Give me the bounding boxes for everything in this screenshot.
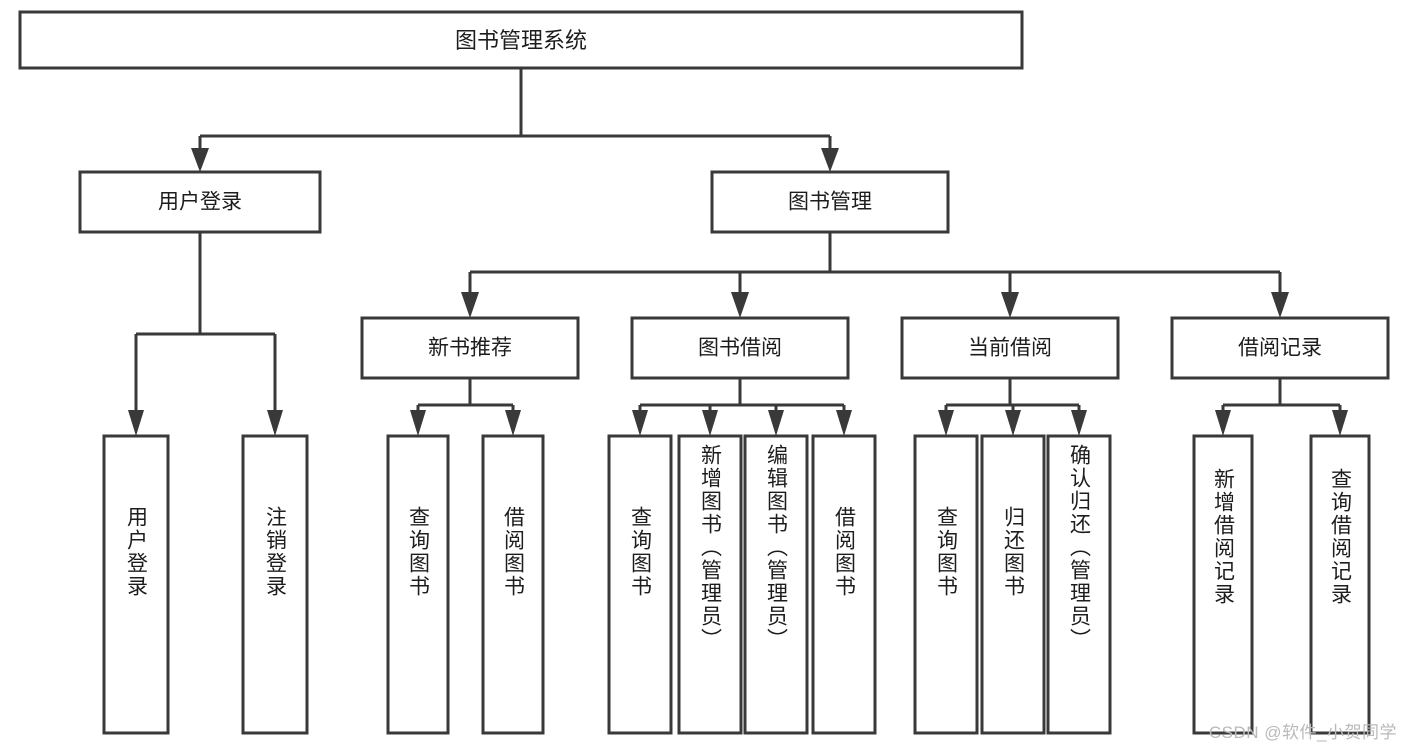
- arrow-ul-leaf1: [128, 410, 144, 436]
- node-root-label: 图书管理系统: [455, 28, 587, 53]
- node-borrow-record-label: 借阅记录: [1238, 337, 1322, 360]
- leaf-box-current-borrow-0[interactable]: [913, 434, 979, 735]
- arrow-bb-leaf2: [702, 410, 718, 436]
- arrow-br-leaf2: [1332, 410, 1348, 436]
- connector-group-book-manage: [461, 232, 1289, 318]
- node-new-book-rec[interactable]: 新书推荐: [360, 316, 580, 380]
- node-book-borrow[interactable]: 图书借阅: [630, 316, 850, 380]
- arrow-bm-to-record: [1271, 292, 1289, 318]
- node-current-borrow-label: 当前借阅: [968, 337, 1052, 360]
- node-new-book-rec-box[interactable]: [360, 316, 580, 380]
- connector-group-current-leaves: [938, 378, 1087, 436]
- leaf-box-book-borrow-2[interactable]: [743, 434, 809, 735]
- node-current-borrow[interactable]: 当前借阅: [900, 316, 1120, 380]
- leaf-box-borrow-record-1[interactable]: [1309, 434, 1371, 735]
- leaf-box-user-login-1[interactable]: [241, 434, 309, 735]
- leaf-box-new-book-rec-0[interactable]: [386, 434, 450, 735]
- connector-group-borrow-leaves: [632, 378, 852, 436]
- arrow-nb-leaf1: [410, 410, 426, 436]
- arrow-root-to-user-login: [191, 148, 209, 172]
- node-book-manage-box[interactable]: [710, 170, 950, 234]
- node-book-manage-label: 图书管理: [788, 191, 872, 214]
- arrow-bm-to-newbook: [461, 292, 479, 318]
- arrow-bb-leaf4: [836, 410, 852, 436]
- node-new-book-rec-label: 新书推荐: [428, 337, 512, 360]
- arrow-br-leaf1: [1215, 410, 1231, 436]
- arrow-cb-leaf1: [938, 410, 954, 436]
- node-borrow-record-box[interactable]: [1170, 316, 1390, 380]
- node-user-login-box[interactable]: [78, 170, 322, 234]
- node-current-borrow-box[interactable]: [900, 316, 1120, 380]
- arrow-bb-leaf3: [768, 410, 784, 436]
- leaf-box-book-borrow-3[interactable]: [811, 434, 877, 735]
- leaf-boxes-borrow-record: [1192, 434, 1371, 735]
- node-user-login-label: 用户登录: [158, 191, 242, 214]
- leaf-boxes-new-book-rec: [386, 434, 545, 735]
- leaf-boxes-book-borrow: [607, 434, 877, 735]
- leaf-box-current-borrow-1[interactable]: [980, 434, 1046, 735]
- connector-group-root: [191, 68, 839, 172]
- arrow-cb-leaf3: [1071, 410, 1087, 436]
- arrow-ul-leaf2: [267, 410, 283, 436]
- leaf-box-book-borrow-1[interactable]: [677, 434, 743, 735]
- arrow-root-to-book-manage: [821, 148, 839, 172]
- node-borrow-record[interactable]: 借阅记录: [1170, 316, 1390, 380]
- node-book-manage[interactable]: 图书管理: [710, 170, 950, 234]
- leaf-box-user-login-0[interactable]: [102, 434, 170, 735]
- arrow-cb-leaf2: [1005, 410, 1021, 436]
- node-user-login[interactable]: 用户登录: [78, 170, 322, 234]
- watermark: CSDN @软件_小贺同学: [1208, 723, 1397, 742]
- connector-group-record-leaves: [1215, 378, 1348, 436]
- node-book-borrow-box[interactable]: [630, 316, 850, 380]
- arrow-nb-leaf2: [505, 410, 521, 436]
- node-book-borrow-label: 图书借阅: [698, 337, 782, 360]
- leaf-boxes-current-borrow: [913, 434, 1112, 735]
- connector-group-user-login-leaves: [128, 232, 283, 436]
- arrow-bb-leaf1: [632, 410, 648, 436]
- leaf-box-current-borrow-2[interactable]: [1046, 434, 1112, 735]
- leaf-boxes-user-login: [102, 434, 309, 735]
- node-root-box[interactable]: [18, 10, 1024, 70]
- leaf-box-new-book-rec-1[interactable]: [481, 434, 545, 735]
- connector-group-newbook-leaves: [410, 378, 521, 436]
- arrow-bm-to-current: [1001, 292, 1019, 318]
- leaf-box-borrow-record-0[interactable]: [1192, 434, 1254, 735]
- leaf-box-book-borrow-0[interactable]: [607, 434, 673, 735]
- node-root[interactable]: 图书管理系统: [18, 10, 1024, 70]
- arrow-bm-to-borrow: [731, 292, 749, 318]
